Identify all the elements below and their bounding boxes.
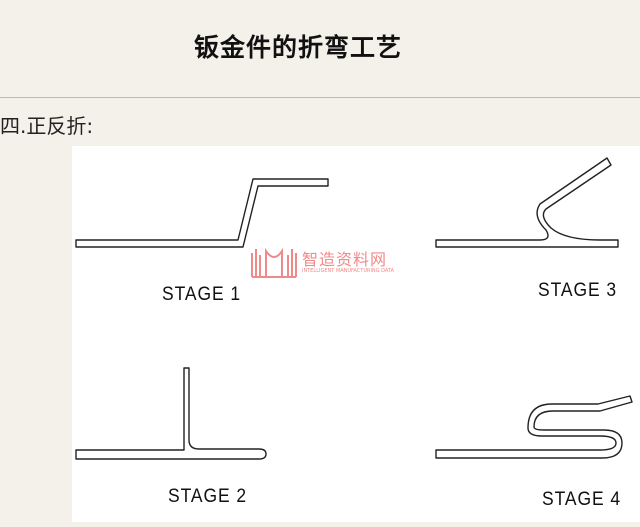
- stage-3-profile: [435, 157, 619, 248]
- watermark-logo-icon: [251, 247, 297, 278]
- stage-3-label: STAGE 3: [538, 280, 617, 301]
- title-divider: [0, 97, 640, 98]
- stage-4-label: STAGE 4: [542, 489, 621, 510]
- stage-2-profile: [75, 367, 267, 460]
- watermark-text: 智造资料网: [302, 250, 388, 269]
- page-title: 钣金件的折弯工艺: [193, 33, 402, 62]
- watermark: 智造资料网 INTELLIGENT MANUFACTURING DATA: [250, 243, 400, 283]
- bending-stages-figure: STAGE 1 STAGE 2 STAGE 3 STAGE 4 智造资料网 IN…: [72, 146, 640, 522]
- bending-stages-drawing: [75, 157, 633, 460]
- stage-1-label: STAGE 1: [162, 284, 241, 305]
- stage-4-profile: [435, 395, 633, 459]
- section-heading: 四.正反折:: [0, 114, 94, 138]
- stage-2-label: STAGE 2: [168, 486, 247, 507]
- stage-1-profile: [75, 178, 329, 248]
- watermark-subtext: INTELLIGENT MANUFACTURING DATA: [302, 268, 395, 274]
